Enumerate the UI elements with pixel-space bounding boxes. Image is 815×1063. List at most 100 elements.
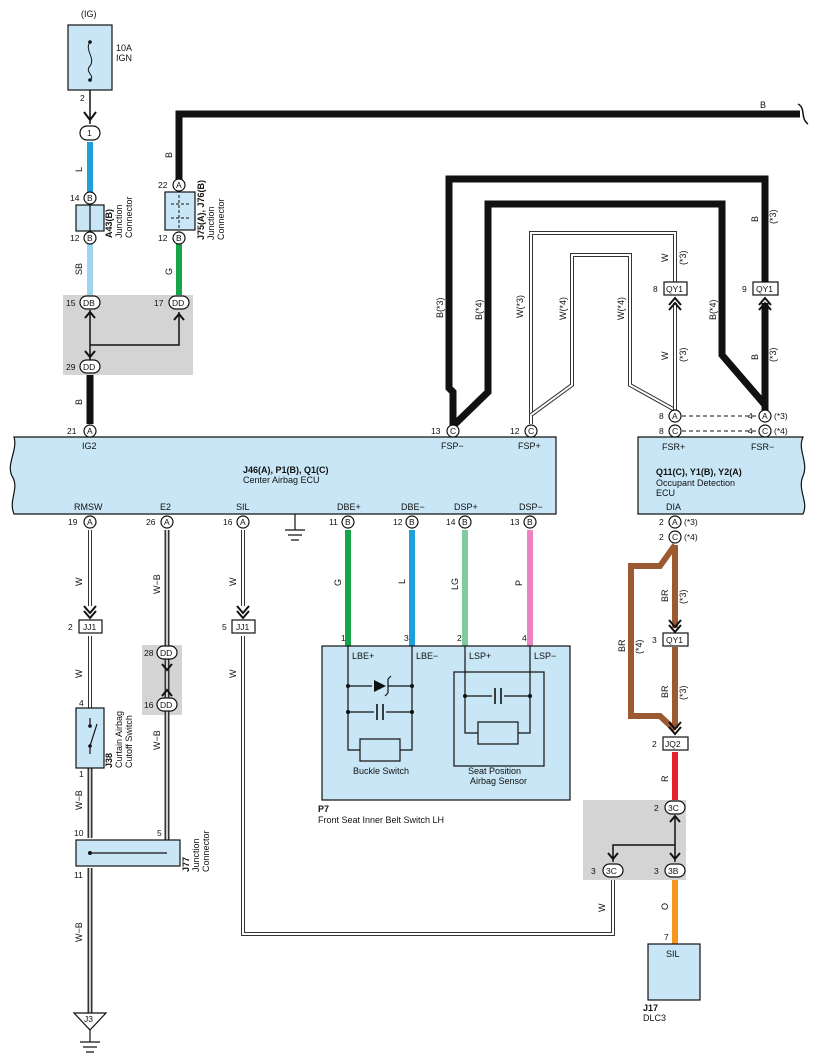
j38-code: J38 — [104, 753, 114, 768]
p7-pin-3: 3 — [404, 633, 409, 643]
wire-label-wb3: W−B — [74, 790, 84, 810]
a43-desc1: Junction — [114, 204, 124, 238]
wire-label-w-s4: W(*4) — [558, 297, 568, 320]
wire-label-b: B — [164, 152, 174, 158]
dd-small-16-label: DD — [160, 700, 172, 710]
dd-chevron-down — [84, 350, 96, 359]
ecu-pin-ig2-conn: A — [87, 426, 93, 436]
c3-left-num: 3 — [591, 866, 596, 876]
wire-label-o: O — [660, 903, 670, 910]
dd-connector-15 — [79, 295, 101, 310]
dd-17-label: DD — [172, 298, 184, 308]
far-wire-color: B — [760, 100, 766, 110]
j38-pin-top: 4 — [79, 698, 84, 708]
c3-chevron-down-left-icon — [607, 852, 619, 861]
ecu-term-fsp-plus: FSP+ — [518, 441, 541, 451]
ecu-term-dbe-minus: DBE− — [401, 502, 425, 512]
occ-pin-a-left-conn: A — [672, 411, 678, 421]
ecu-pin-dspm-num: 13 — [510, 517, 520, 527]
occ-pin-c-left-num: 8 — [659, 426, 664, 436]
ecu-pin-rmsw-conn: A — [87, 517, 93, 527]
p7-name-lsp-minus: LSP− — [534, 651, 556, 661]
ecu-occ-dia: DIA — [666, 502, 681, 512]
wire-w-s3-outer — [529, 231, 677, 424]
buckle-node-1 — [346, 684, 350, 688]
jj1-right-label: JJ1 — [236, 622, 250, 632]
dd-connector-17 — [168, 295, 190, 310]
switch-contact-bottom — [88, 744, 92, 748]
j75-pin-top — [172, 178, 186, 192]
p7-buckle-label: Buckle Switch — [353, 766, 409, 776]
ecu-pin-sil-conn: A — [240, 517, 246, 527]
occ-pin-a-left — [668, 409, 682, 423]
qy1-connector-3 — [662, 632, 689, 647]
j75-pin-bottom-num: 12 — [158, 233, 168, 243]
ecu-term-rmsw: RMSW — [74, 502, 103, 512]
ecu-term-dbe-plus: DBE+ — [337, 502, 361, 512]
dd-15-label: DB — [83, 298, 95, 308]
ecu-pin-e2-conn: A — [164, 517, 170, 527]
ecu-ground-icon — [285, 514, 305, 541]
wire-label-b-s3: B(*3) — [435, 297, 445, 318]
qy1-mid-chevron-icon — [668, 619, 682, 634]
occ-pin-a-right-note: (*3) — [774, 411, 788, 421]
switch-contact-top — [88, 724, 92, 728]
buckle-node-4 — [410, 710, 414, 714]
ecu-pin-sil-num: 16 — [223, 517, 233, 527]
a43-pin-top — [83, 191, 97, 205]
ecu-occ-fsr-plus: FSR+ — [662, 442, 685, 452]
p7-name-lbe-minus: LBE− — [416, 651, 438, 661]
buckle-node-3 — [346, 710, 350, 714]
a43-code: A43(B) — [104, 209, 114, 238]
j75-pin-bottom-label: B — [176, 233, 182, 243]
occ-pin-c-right — [758, 424, 772, 438]
ecu-pin-dbep-conn: B — [345, 517, 351, 527]
wire-b-s4-loop — [450, 200, 768, 429]
ecu-pin-dbe-plus — [341, 515, 355, 529]
occ-pin-c-left — [668, 424, 682, 438]
wire-label-l: L — [74, 167, 84, 172]
fuse-name: IGN — [116, 53, 132, 63]
ecu-pin-dbe-minus — [405, 515, 419, 529]
jq2-label: JQ2 — [665, 739, 681, 749]
wire-label-sb: SB — [74, 263, 84, 275]
a43-pin-bottom — [83, 231, 97, 245]
ecu-term-sil: SIL — [236, 502, 250, 512]
wire-w-s3-outer-fill — [530, 232, 676, 424]
ecu-pin-fsp-plus — [524, 424, 538, 438]
occ-pin-a-left-num: 8 — [659, 411, 664, 421]
p7-code: P7 — [318, 804, 329, 814]
wire-label-g: G — [164, 268, 174, 275]
qy1-8-chevron-icon — [668, 296, 682, 311]
dd-small-chevron-down-icon — [161, 663, 173, 672]
ecu-occ-name2: ECU — [656, 488, 675, 498]
occupant-detection-ecu — [637, 436, 806, 515]
ecu-pin-fspm-num: 13 — [431, 426, 441, 436]
p7-pin-2: 2 — [457, 633, 462, 643]
wire-3c-internal — [612, 818, 676, 862]
ecu-pin-e2-num: 26 — [146, 517, 156, 527]
ecu-pin-fspm-conn: C — [450, 426, 456, 436]
fuse-supply: (IG) — [81, 9, 97, 19]
zener-diode-icon — [372, 675, 392, 697]
wire-label-w-s3: W(*3) — [515, 295, 525, 318]
wire-label-l2: L — [397, 579, 407, 584]
sensor-node-2 — [528, 694, 532, 698]
wire-label-br-s3b: (*3) — [678, 685, 688, 700]
ecu-pin-fsp-minus — [446, 424, 460, 438]
ground-label: J3 — [84, 1014, 93, 1024]
dd-15-num: 15 — [66, 298, 76, 308]
occ-pin-dia-a — [668, 515, 682, 529]
inline-connector-1-pin: 1 — [87, 128, 92, 138]
occ-pin-dia-a-conn: A — [672, 517, 678, 527]
p7-pin-1: 1 — [341, 633, 346, 643]
jj1-left-num: 2 — [68, 622, 73, 632]
ecu-pin-dsp-minus — [523, 515, 537, 529]
c3-connector-top — [664, 800, 686, 815]
wire-label-w1: W — [74, 577, 84, 586]
wire-label-lg: LG — [450, 578, 460, 590]
j77-pin-c: 5 — [157, 828, 162, 838]
junction-j75 — [164, 191, 196, 231]
qy1-connector-9 — [752, 281, 779, 296]
